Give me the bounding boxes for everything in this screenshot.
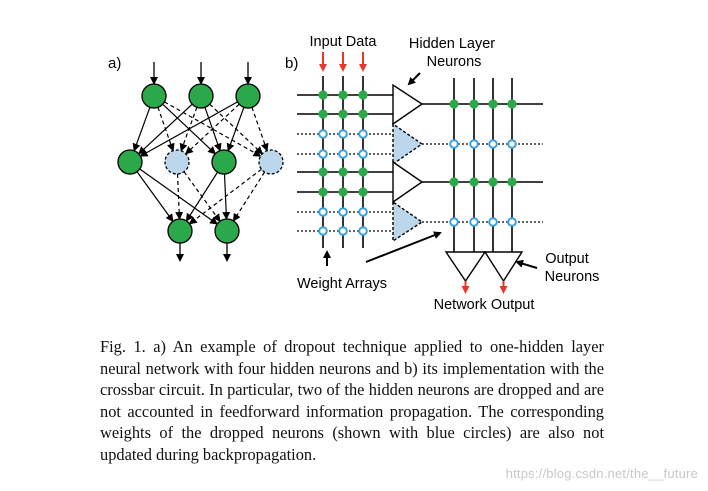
weight xyxy=(338,167,348,177)
weight xyxy=(338,187,348,197)
weight xyxy=(358,90,368,100)
weight-arrays-label: Weight Arrays xyxy=(297,276,387,292)
dropped-connection xyxy=(164,101,262,157)
weight xyxy=(358,167,368,177)
network-output-label: Network Output xyxy=(434,297,535,313)
hidden-layer-pointer xyxy=(407,72,421,86)
output-neurons-label-2: Neurons xyxy=(545,269,600,285)
weight xyxy=(358,187,368,197)
panel-b-label: b) xyxy=(285,55,298,72)
dropped-hidden-amplifier xyxy=(392,200,424,243)
panel-a-label: a) xyxy=(108,55,121,72)
neural-network-diagram xyxy=(117,62,284,262)
dropped-weight xyxy=(358,149,368,159)
dropped-hidden-neuron xyxy=(258,149,284,175)
dropped-weight xyxy=(507,217,517,227)
dropped-connection xyxy=(185,103,240,155)
weight xyxy=(318,90,328,100)
input-data-arrowhead xyxy=(359,64,367,72)
input-data-label: Input Data xyxy=(310,34,378,50)
input-neuron xyxy=(235,83,261,109)
weight xyxy=(469,99,479,109)
hidden-layer-label: Hidden Layer xyxy=(409,36,495,52)
connection xyxy=(132,107,151,152)
input-neuron xyxy=(188,83,214,109)
weight xyxy=(469,177,479,187)
weight xyxy=(318,167,328,177)
input-data-arrowhead xyxy=(339,64,347,72)
dropped-weight xyxy=(338,129,348,139)
watermark: https://blog.csdn.net/the__future xyxy=(505,466,698,481)
weight xyxy=(488,99,498,109)
weight xyxy=(507,177,517,187)
dropped-connection xyxy=(188,168,262,225)
dropped-weight xyxy=(449,139,459,149)
dropped-hidden-neuron xyxy=(164,149,190,175)
dropped-weight xyxy=(507,139,517,149)
hidden-amplifier xyxy=(392,160,424,204)
dropped-weight xyxy=(449,217,459,227)
dropped-weight xyxy=(358,207,368,217)
weight xyxy=(358,109,368,119)
hidden-neuron xyxy=(211,149,237,175)
hidden-amplifier xyxy=(392,83,424,126)
weight-array-pointer xyxy=(365,231,442,263)
dropped-weight xyxy=(318,129,328,139)
dropped-weight xyxy=(469,217,479,227)
output-neurons-pointer xyxy=(515,259,538,269)
output-neuron xyxy=(214,218,240,244)
connection xyxy=(138,103,193,155)
dropped-weight xyxy=(318,207,328,217)
dropped-connection xyxy=(175,173,184,221)
dropped-weight xyxy=(469,139,479,149)
dropped-hidden-amplifier xyxy=(392,122,424,166)
connection xyxy=(139,101,238,157)
weight xyxy=(449,99,459,109)
weight xyxy=(338,109,348,119)
dropped-weight xyxy=(488,139,498,149)
dropped-connection xyxy=(232,171,266,222)
weight xyxy=(507,99,517,109)
dropped-weight xyxy=(358,129,368,139)
weight xyxy=(488,177,498,187)
dropped-connection xyxy=(251,107,269,152)
dropped-weight xyxy=(488,217,498,227)
network-output-arrowhead xyxy=(461,286,470,294)
figure-caption: Fig. 1. a) An example of dropout techniq… xyxy=(100,337,604,464)
hidden-neurons-label: Neurons xyxy=(427,54,482,70)
dropped-weight xyxy=(338,226,348,236)
dropped-weight xyxy=(338,149,348,159)
input-data-arrowhead xyxy=(319,64,327,72)
crossbar-circuit-diagram xyxy=(297,52,543,294)
weight xyxy=(449,177,459,187)
dropped-weight xyxy=(338,207,348,217)
weight xyxy=(318,109,328,119)
output-amplifier xyxy=(444,251,487,283)
output-neuron xyxy=(167,218,193,244)
connection xyxy=(136,171,174,223)
input-neuron xyxy=(141,83,167,109)
output-amplifier xyxy=(483,251,524,283)
dropped-weight xyxy=(318,226,328,236)
connection xyxy=(226,107,245,152)
dropped-weight xyxy=(358,226,368,236)
hidden-neuron xyxy=(117,149,143,175)
weight xyxy=(338,90,348,100)
connection xyxy=(185,171,219,222)
dropped-weight xyxy=(318,149,328,159)
output-neurons-label: Output xyxy=(545,251,589,267)
network-output-arrowhead xyxy=(499,286,508,294)
weight xyxy=(318,187,328,197)
